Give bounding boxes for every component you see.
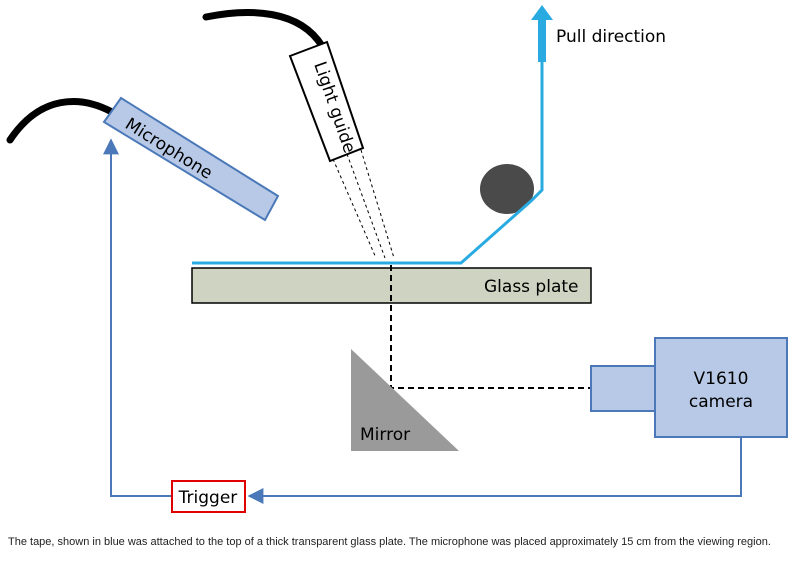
experiment-diagram: Light guide Microphone Pull direction Gl… (6, 5, 788, 513)
pull-direction-label: Pull direction (556, 27, 666, 47)
mirror-label: Mirror (360, 425, 410, 445)
figure-caption: The tape, shown in blue was attached to … (8, 536, 771, 548)
camera-label-line1: V1610 (694, 369, 749, 389)
roller (480, 164, 534, 214)
light-beams (332, 149, 395, 259)
microphone: Microphone (102, 96, 280, 222)
camera-label-line2: camera (689, 392, 753, 412)
camera: V1610 camera (590, 337, 788, 438)
light-guide-cable (202, 9, 326, 50)
glass-plate-label: Glass plate (484, 277, 579, 297)
pull-direction-arrow (531, 5, 553, 62)
camera-body (654, 337, 788, 438)
trigger-to-microphone-wire (103, 138, 172, 497)
light-guide: Light guide (288, 40, 365, 163)
mirror: Mirror (351, 349, 459, 451)
microphone-cable (6, 98, 116, 144)
tape (192, 62, 544, 265)
trigger-label: Trigger (178, 488, 238, 508)
camera-to-trigger-wire (247, 437, 742, 504)
camera-lens (590, 365, 656, 412)
trigger: Trigger (171, 480, 246, 513)
